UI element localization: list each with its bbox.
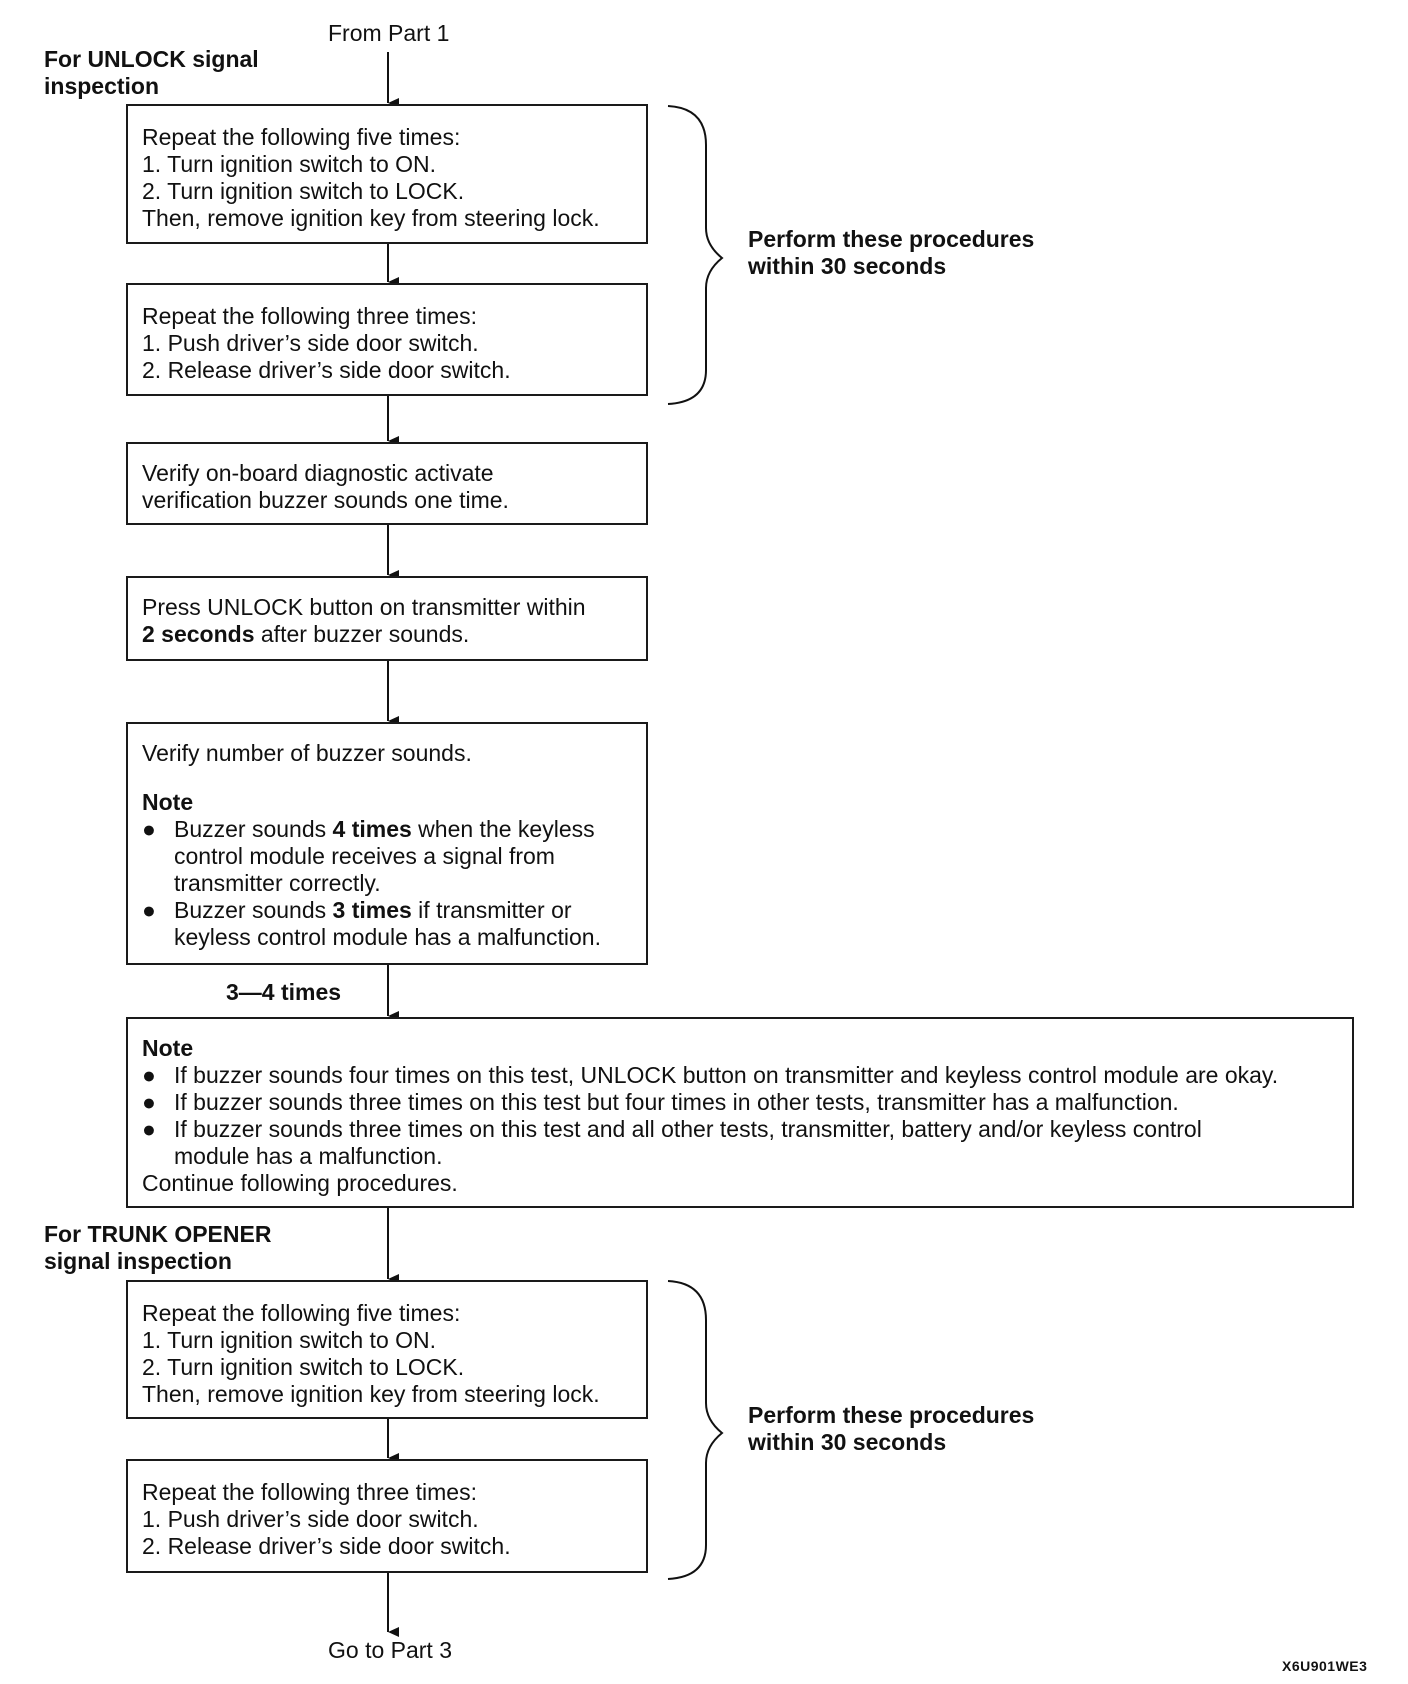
brace-note-2-line-2: within 30 seconds xyxy=(748,1429,947,1455)
box3-line-2: verification buzzer sounds one time. xyxy=(142,487,509,513)
box5-note-title: Note xyxy=(142,789,194,815)
brace-note-2: Perform these procedures within 30 secon… xyxy=(748,1402,1034,1456)
brace-1 xyxy=(667,105,724,405)
bullet-dot-icon: ● xyxy=(142,1062,156,1088)
step-box-verify-activate: Verify on-board diagnostic activate veri… xyxy=(126,442,648,525)
brace-note-1: Perform these procedures within 30 secon… xyxy=(748,226,1034,280)
note-box-results: Note ●If buzzer sounds four times on thi… xyxy=(126,1017,1354,1208)
end-label: Go to Part 3 xyxy=(328,1637,453,1663)
box4-line-2-rest: after buzzer sounds. xyxy=(254,621,470,647)
start-label: From Part 1 xyxy=(328,20,450,46)
box2-line-1: Repeat the following three times: xyxy=(142,303,477,329)
box7-line-3: 2. Turn ignition switch to LOCK. xyxy=(142,1354,465,1380)
box1-line-2: 1. Turn ignition switch to ON. xyxy=(142,151,437,177)
unlock-section-title: For UNLOCK signal inspection xyxy=(44,46,259,99)
box5-bullet-1: ●Buzzer sounds 4 times when the keyless … xyxy=(142,816,595,896)
bullet-dot-icon: ● xyxy=(142,897,156,923)
box4-bold-seconds: 2 seconds xyxy=(142,621,255,647)
brace-note-1-line-2: within 30 seconds xyxy=(748,253,947,279)
brace-2 xyxy=(667,1280,724,1580)
box6-bullet-2: ●If buzzer sounds three times on this te… xyxy=(142,1089,1179,1115)
box2-line-2: 1. Push driver’s side door switch. xyxy=(142,330,479,356)
box6-note-title: Note xyxy=(142,1035,194,1061)
step-box-repeat-three-2: Repeat the following three times: 1. Pus… xyxy=(126,1459,648,1573)
box5-bullet-2: ●Buzzer sounds 3 times if transmitter or… xyxy=(142,897,601,950)
box8-line-2: 1. Push driver’s side door switch. xyxy=(142,1506,479,1532)
box5-intro: Verify number of buzzer sounds. xyxy=(142,740,472,766)
box1-line-3: 2. Turn ignition switch to LOCK. xyxy=(142,178,465,204)
box3-line-1: Verify on-board diagnostic activate xyxy=(142,460,494,486)
document-id: X6U901WE3 xyxy=(1282,1658,1368,1674)
box2-line-3: 2. Release driver’s side door switch. xyxy=(142,357,511,383)
box7-line-2: 1. Turn ignition switch to ON. xyxy=(142,1327,437,1353)
box1-line-1: Repeat the following five times: xyxy=(142,124,461,150)
box7-line-1: Repeat the following five times: xyxy=(142,1300,461,1326)
box8-line-3: 2. Release driver’s side door switch. xyxy=(142,1533,511,1559)
box8-line-1: Repeat the following three times: xyxy=(142,1479,477,1505)
step-box-repeat-three-1: Repeat the following three times: 1. Pus… xyxy=(126,283,648,396)
box6-bullet-1: ●If buzzer sounds four times on this tes… xyxy=(142,1062,1279,1088)
box7-line-4: Then, remove ignition key from steering … xyxy=(142,1381,600,1407)
box6-footer: Continue following procedures. xyxy=(142,1170,458,1196)
step-box-repeat-five-1: Repeat the following five times: 1. Turn… xyxy=(126,104,648,244)
box4-line-2: 2 seconds after buzzer sounds. xyxy=(142,621,632,648)
step-box-verify-count: Verify number of buzzer sounds. Note ●Bu… xyxy=(126,722,648,965)
brace-note-2-line-1: Perform these procedures xyxy=(748,1402,1035,1428)
step-box-repeat-five-2: Repeat the following five times: 1. Turn… xyxy=(126,1280,648,1419)
bullet-dot-icon: ● xyxy=(142,1089,156,1115)
trunk-section-title: For TRUNK OPENER signal inspection xyxy=(44,1221,272,1274)
bullet-dot-icon: ● xyxy=(142,1116,156,1142)
bullet-dot-icon: ● xyxy=(142,816,156,842)
box1-line-4: Then, remove ignition key from steering … xyxy=(142,205,600,231)
brace-note-1-line-1: Perform these procedures xyxy=(748,226,1035,252)
box4-line-1: Press UNLOCK button on transmitter withi… xyxy=(142,594,586,620)
branch-label: 3—4 times xyxy=(226,979,342,1005)
box6-bullet-3: ●If buzzer sounds three times on this te… xyxy=(142,1116,1202,1169)
step-box-press-unlock: Press UNLOCK button on transmitter withi… xyxy=(126,576,648,661)
